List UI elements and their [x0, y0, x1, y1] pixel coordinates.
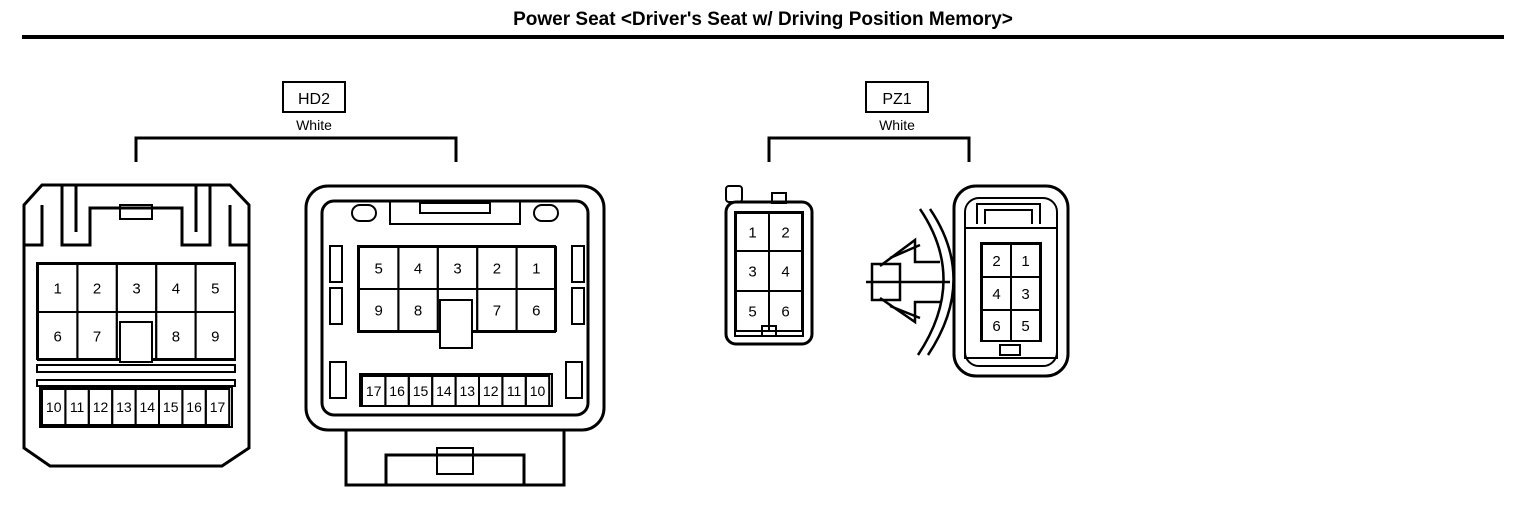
hd2-view2-terminal-16-label: 16 [389, 383, 405, 399]
pz1-color: White [879, 117, 915, 133]
hd2-view1-terminal-7-label: 7 [93, 328, 101, 345]
hd2-key-slot [439, 299, 473, 349]
pz1-clip-illustration [866, 208, 955, 356]
pz1-label-group [767, 81, 971, 162]
pz1-view2-terminal-5-label: 5 [1021, 318, 1029, 335]
hd2-view1-terminal-5-label: 5 [211, 280, 219, 297]
hd2-view1-terminal-4-label: 4 [172, 280, 180, 297]
pz1-code-box [865, 81, 929, 113]
pz1-view2-terminal-3-label: 3 [1021, 286, 1029, 303]
hd2-view2-terminal-12-label: 12 [483, 383, 499, 399]
hd2-view2-terminal-1-label: 1 [532, 260, 540, 277]
hd2-view1-terminal-15-label: 15 [163, 399, 179, 415]
hd2-view1-terminal-8-label: 8 [172, 328, 180, 345]
pz1-code: PZ1 [882, 91, 911, 108]
hd2-view2-terminal-15-label: 15 [413, 383, 429, 399]
hd2-view2-terminal-6-cell [515, 288, 557, 332]
hd2-view2-terminal-14-label: 14 [436, 383, 452, 399]
hd2-view2-terminal-5-label: 5 [375, 260, 383, 277]
hd2-view2-terminal-17-label: 17 [366, 383, 382, 399]
hd2-view1-terminal-17-cell [204, 388, 231, 426]
hd2-color: White [296, 117, 332, 133]
hd2-view2-terminal-3-label: 3 [453, 260, 461, 277]
hd2-view2-terminal-8-label: 8 [414, 302, 422, 319]
hd2-view1-terminal-14-label: 14 [140, 399, 156, 415]
pz1-view2-terminal-6-label: 6 [992, 318, 1000, 335]
pz1-view1-terminal-6-cell [768, 290, 803, 332]
pz1-view1-terminal-2-label: 2 [781, 224, 789, 241]
pz1-view2-terminal-2-label: 2 [992, 253, 1000, 270]
title-rule [22, 35, 1504, 39]
hd2-code-box [282, 81, 346, 113]
pz1-view2-terminal-1-label: 1 [1021, 253, 1029, 270]
hd2-view2-terminal-10-label: 10 [530, 383, 546, 399]
pz1-view1-terminal-4-label: 4 [781, 263, 789, 280]
hd2-view1-terminal-6-label: 6 [54, 328, 62, 345]
hd2-code: HD2 [298, 91, 330, 108]
hd2-view1-terminal-1-label: 1 [54, 280, 62, 297]
hd2-view1-terminal-16-label: 16 [186, 399, 202, 415]
page-title: Power Seat <Driver's Seat w/ Driving Pos… [513, 9, 1013, 30]
hd2-view1-terminal-3-label: 3 [132, 280, 140, 297]
hd2-view2-terminal-4-label: 4 [414, 260, 422, 277]
hd2-view2-terminal-7-label: 7 [493, 302, 501, 319]
hd2-label-group [134, 81, 458, 162]
hd2-key-slot [119, 321, 153, 363]
hd2-bracket [134, 136, 458, 162]
hd2-view1-terminal-2-label: 2 [93, 280, 101, 297]
hd2-view1-terminal-9-cell [194, 311, 237, 361]
pz1-bracket [767, 136, 971, 162]
hd2-view2-terminal-13-label: 13 [460, 383, 476, 399]
pz1-view1-terminal-3-label: 3 [748, 263, 756, 280]
hd2-view2-terminal-11-label: 11 [507, 383, 522, 399]
hd2-view1-terminal-13-label: 13 [116, 399, 132, 415]
hd2-view1-terminal-12-label: 12 [93, 399, 109, 415]
pz1-view1-terminal-5-label: 5 [748, 303, 756, 320]
hd2-view2-terminal-6-label: 6 [532, 302, 540, 319]
pz1-view1-terminal-6-label: 6 [781, 303, 789, 320]
hd2-view2-terminal-9-label: 9 [375, 302, 383, 319]
pz1-view1-terminal-1-label: 1 [748, 224, 756, 241]
pz1-view2-terminal-5-cell [1010, 309, 1041, 342]
hd2-view1-terminal-17-label: 17 [210, 399, 226, 415]
hd2-view2-terminal-10-cell [524, 375, 551, 407]
pz1-view2-terminal-4-label: 4 [992, 286, 1000, 303]
hd2-view1-terminal-9-label: 9 [211, 328, 219, 345]
hd2-view2-terminal-2-label: 2 [493, 260, 501, 277]
hd2-view1-terminal-11-label: 11 [70, 399, 85, 415]
hd2-view1-terminal-10-label: 10 [46, 399, 62, 415]
